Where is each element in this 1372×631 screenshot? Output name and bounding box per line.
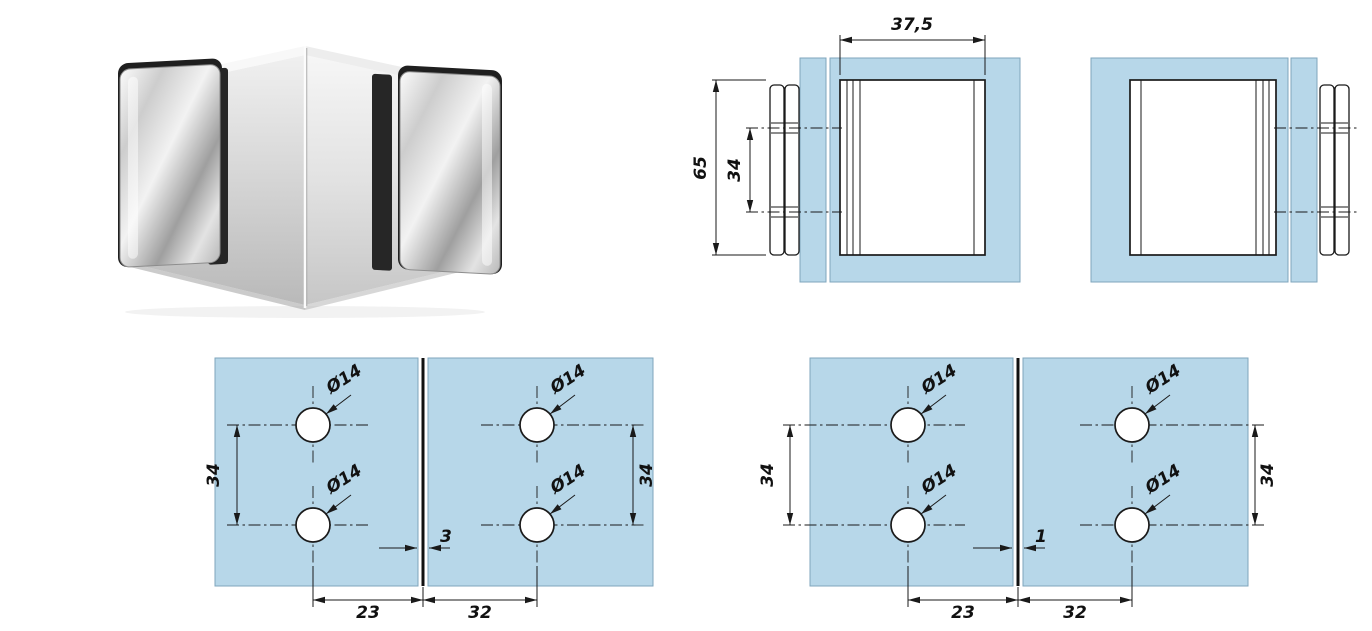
dim-vertical-spacing-left: 34 bbox=[758, 425, 794, 525]
clamp-assembly bbox=[769, 79, 986, 256]
dim-vertical-spacing-right: 34 bbox=[629, 425, 657, 525]
dim-hole-spacing-label: 34 bbox=[725, 158, 745, 182]
glass-pane-right bbox=[1022, 357, 1249, 587]
drill-hole bbox=[1114, 507, 1150, 543]
drill-template-left: Ø14 Ø14 Ø14 Ø14 34 34 bbox=[204, 357, 657, 623]
dim-gap: 3 bbox=[379, 527, 452, 552]
dim-width-label: 37,5 bbox=[891, 15, 933, 35]
glass-panes bbox=[809, 357, 1249, 587]
dim-bottom-offsets: 23 32 bbox=[907, 566, 1133, 623]
photo-shadow bbox=[125, 306, 485, 318]
screw-axes bbox=[1274, 122, 1360, 218]
section-view-left: 37,5 65 34 bbox=[691, 15, 1021, 283]
dim-vertical-spacing-left: 34 bbox=[204, 425, 241, 525]
clamp-right bbox=[372, 65, 502, 275]
hole-top-right: Ø14 bbox=[1080, 361, 1267, 464]
dim-gap-label: 1 bbox=[1035, 527, 1047, 547]
hole-top-left: Ø14 bbox=[783, 361, 965, 464]
drill-template-right: Ø14 Ø14 Ø14 Ø14 34 34 bbox=[758, 357, 1278, 623]
dim-spacing-label: 34 bbox=[758, 463, 778, 487]
dim-vertical-spacing-right: 34 bbox=[1251, 425, 1278, 525]
glass-pane-left bbox=[214, 357, 419, 587]
drill-hole bbox=[1114, 407, 1150, 443]
screw-axes bbox=[746, 122, 842, 218]
dim-right-offset-label: 32 bbox=[1063, 603, 1087, 623]
dim-bottom-offsets: 23 32 bbox=[312, 566, 538, 623]
dim-height: 65 bbox=[691, 79, 766, 256]
drill-hole bbox=[295, 507, 331, 543]
dim-right-offset-label: 32 bbox=[468, 603, 492, 623]
drill-hole bbox=[519, 507, 555, 543]
glass-pane-left bbox=[809, 357, 1014, 587]
dim-width: 37,5 bbox=[839, 15, 986, 75]
dim-spacing-label: 34 bbox=[637, 463, 657, 487]
drill-hole bbox=[890, 407, 926, 443]
hole-bottom-left: Ø14 bbox=[783, 461, 965, 564]
dim-gap-label: 3 bbox=[440, 527, 452, 547]
hole-bottom-left: Ø14 bbox=[227, 461, 370, 564]
clamp-left bbox=[118, 58, 228, 268]
clamp-assembly bbox=[1129, 79, 1350, 256]
drill-hole bbox=[890, 507, 926, 543]
dim-left-offset-label: 23 bbox=[951, 603, 975, 623]
glass-edge-pane bbox=[799, 57, 827, 283]
glass-edge-pane bbox=[1290, 57, 1318, 283]
dim-gap: 1 bbox=[973, 527, 1047, 552]
dim-left-offset-label: 23 bbox=[356, 603, 380, 623]
gasket-right bbox=[372, 73, 392, 271]
dim-spacing-label: 34 bbox=[1258, 463, 1278, 487]
dim-height-label: 65 bbox=[691, 156, 711, 180]
dim-spacing-label: 34 bbox=[204, 463, 224, 487]
section-view-right bbox=[1090, 57, 1360, 283]
drill-hole bbox=[295, 407, 331, 443]
glass-panes bbox=[214, 357, 654, 587]
product-photo bbox=[118, 46, 502, 318]
drill-hole bbox=[519, 407, 555, 443]
glass-pane-right bbox=[427, 357, 654, 587]
dim-hole-spacing: 34 bbox=[725, 128, 754, 212]
